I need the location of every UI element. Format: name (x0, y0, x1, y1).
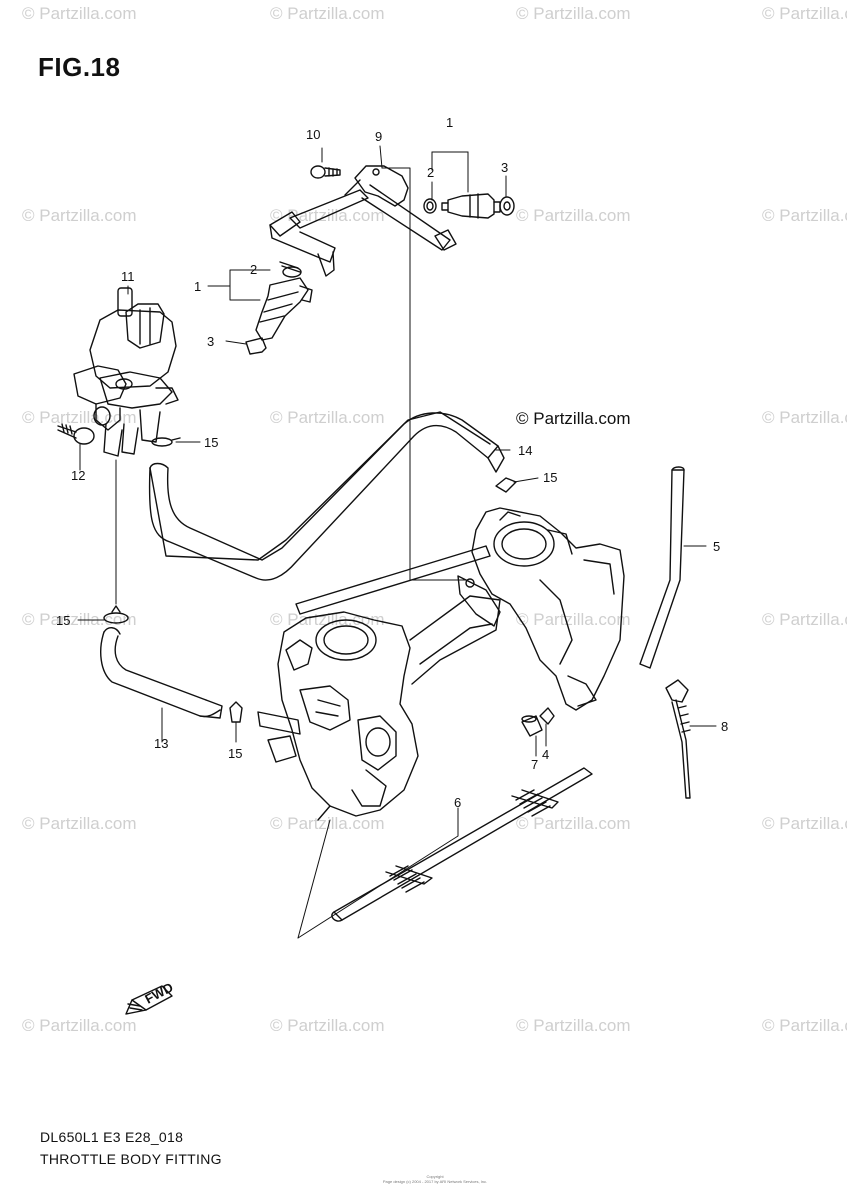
callout-3: 3 (501, 160, 508, 175)
callout-15: 15 (56, 613, 70, 628)
watermark: © Partzilla.com (516, 814, 631, 833)
watermark: © Partzilla.com (270, 814, 385, 833)
callout-4: 4 (542, 747, 549, 762)
callout-3: 3 (207, 334, 214, 349)
seal-part-3-lower[interactable] (245, 337, 267, 355)
callout-15: 15 (204, 435, 218, 450)
watermark: © Partzilla.com (270, 4, 385, 23)
model-code: DL650L1 E3 E28_018 (40, 1129, 184, 1145)
bolt-part-10[interactable] (310, 165, 341, 179)
callout-15: 15 (228, 746, 242, 761)
fuel-delivery-pipe-part-9[interactable] (269, 165, 457, 277)
callout-2: 2 (427, 165, 434, 180)
figure-title: FIG.18 (38, 52, 121, 82)
screw-part-12[interactable] (57, 423, 95, 445)
callout-15: 15 (543, 470, 557, 485)
fwd-arrow-icon (125, 985, 173, 1015)
watermark: © Partzilla.com (516, 4, 631, 23)
clamp-part-15-b[interactable] (495, 477, 517, 493)
watermark: © Partzilla.com (762, 1016, 847, 1035)
watermark: © Partzilla.com (22, 4, 137, 23)
callout-14: 14 (518, 443, 532, 458)
hose-part-14[interactable] (148, 411, 505, 581)
watermark: © Partzilla.com (22, 1016, 137, 1035)
watermark: © Partzilla.com (516, 1016, 631, 1035)
watermark: © Partzilla.com (762, 408, 847, 427)
o-ring-part-2-lower[interactable] (279, 261, 302, 278)
hose-part-13[interactable] (100, 627, 223, 719)
callout-2: 2 (250, 262, 257, 277)
clamp-part-15-d[interactable] (229, 701, 243, 723)
callout-9: 9 (375, 129, 382, 144)
watermark: © Partzilla.com (22, 206, 137, 225)
cap-part-7[interactable] (521, 715, 543, 737)
watermark: © Partzilla.com (516, 610, 631, 629)
clamp-part-15-c[interactable] (103, 605, 129, 624)
seal-part-3-upper[interactable] (499, 196, 515, 216)
cable-tie-part-8[interactable] (665, 679, 691, 799)
watermark: © Partzilla.com (762, 814, 847, 833)
valve-part-11[interactable] (73, 287, 179, 457)
watermark: © Partzilla.com (762, 4, 847, 23)
throttle-body[interactable] (257, 507, 625, 821)
watermark: © Partzilla.com (22, 814, 137, 833)
copyright-line-1: Copyright (426, 1174, 444, 1179)
watermark: © Partzilla.com (762, 610, 847, 629)
copyright-notice: Copyright Page design (c) 2004 - 2017 by… (370, 1174, 500, 1184)
shaft-part-6[interactable] (331, 767, 593, 922)
watermark: © Partzilla.com (270, 408, 385, 427)
clamp-part-15-a[interactable] (151, 437, 181, 447)
callout-1: 1 (446, 115, 453, 130)
watermark: © Partzilla.com (762, 206, 847, 225)
watermark: © Partzilla.com (270, 1016, 385, 1035)
brand-notice: © Partzilla.com (516, 409, 631, 428)
callout-10: 10 (306, 127, 320, 142)
fuel-injector-part-1-upper[interactable] (441, 193, 501, 219)
callout-7: 7 (531, 757, 538, 772)
callout-1: 1 (194, 279, 201, 294)
clip-part-4[interactable] (539, 707, 555, 725)
copyright-line-2: Page design (c) 2004 - 2017 by ARI Netwo… (382, 1179, 488, 1184)
watermark: © Partzilla.com (516, 206, 631, 225)
callout-labels: 10 9 1 2 3 11 2 1 3 12 15 14 15 5 15 13 … (56, 115, 728, 1007)
hose-part-5[interactable] (639, 466, 685, 669)
o-ring-part-2-upper[interactable] (423, 198, 437, 214)
leader-lines (77, 145, 717, 939)
section-name: THROTTLE BODY FITTING (40, 1151, 222, 1167)
callout-6: 6 (454, 795, 461, 810)
callout-12: 12 (71, 468, 85, 483)
callout-13: 13 (154, 736, 168, 751)
callout-5: 5 (713, 539, 720, 554)
callout-8: 8 (721, 719, 728, 734)
callout-11: 11 (121, 269, 135, 284)
fuel-injector-part-1-lower[interactable] (255, 277, 313, 341)
